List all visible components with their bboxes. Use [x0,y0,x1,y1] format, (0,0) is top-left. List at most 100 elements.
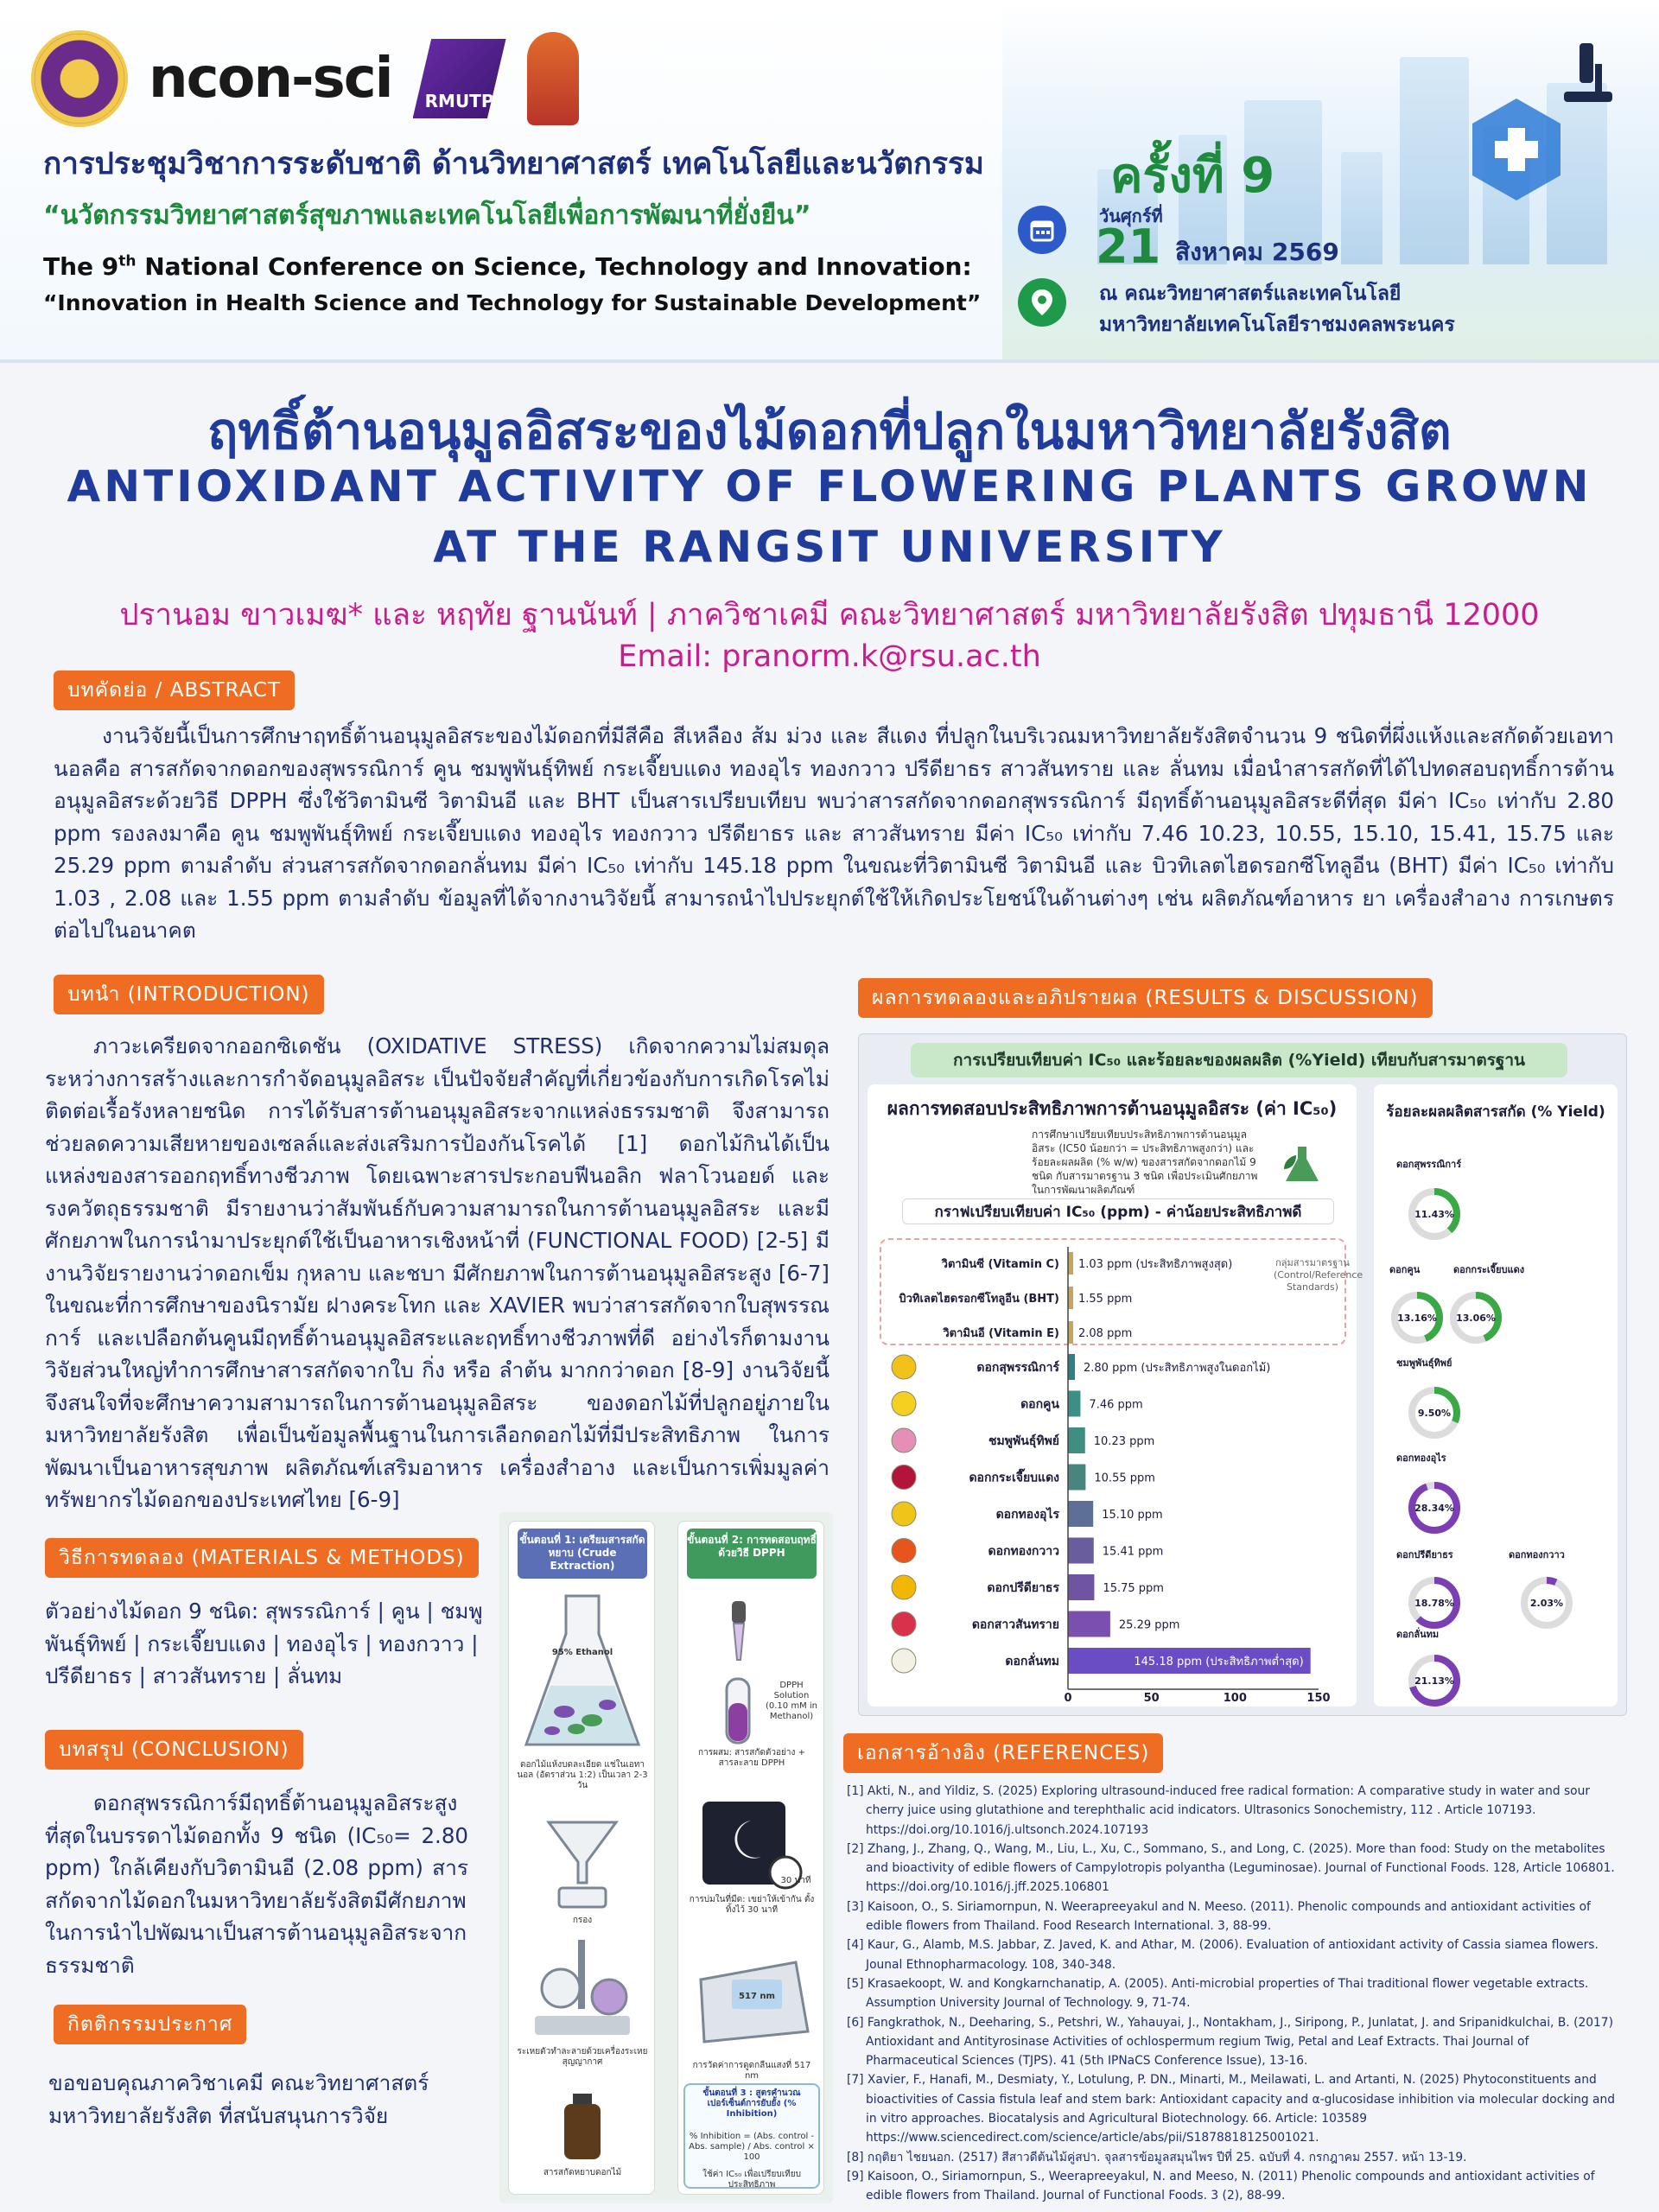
ic50-value-label: 15.75 ppm [1103,1582,1164,1595]
x-tick-label: 0 [1064,1692,1071,1705]
flask-label: 95% Ethanol [551,1648,613,1657]
flower-icon [891,1354,917,1380]
yield-donut-arc [1391,1292,1443,1344]
yield-donut-arc [1450,1292,1502,1344]
reference-item: [6] Fangkrathok, N., Deeharing, S., Pets… [847,2015,1613,2069]
ic50-bar [1068,1611,1110,1637]
yield-value-label: 9.50% [1418,1408,1451,1419]
standard-value-label: 1.03 ppm (ประสิทธิภาพสูงสุด) [1078,1258,1232,1271]
conference-day-name: วันศุกร์ที่ [1099,206,1163,226]
rmutp-logo: RMUTP [412,39,506,118]
ic50-value-label: 10.23 ppm [1094,1435,1155,1448]
results-figure-header: การเปรียบเทียบค่า IC₅₀ และร้อยละของผลผลิ… [911,1043,1567,1077]
ic50-chart-description: การศึกษาเปรียบเทียบประสิทธิภาพการต้านอนุ… [1032,1128,1258,1196]
evaporate-caption: ระเหยตัวทำละลายด้วยเครื่องระเหยสุญญากาศ [517,2047,648,2067]
flower-label: ดอกกระเจี๊ยบแดง [969,1468,1059,1485]
ic50-bar-chart: วิตามินซี (Vitamin C) 1.03 ppm (ประสิทธิภ… [891,1247,1331,1705]
yield-value-label: 13.16% [1397,1313,1437,1324]
section-heading-methods: วิธีการทดลอง (MATERIALS & METHODS) [45,1538,479,1578]
standard-label: วิตามินซี (Vitamin C) [941,1257,1059,1271]
ic50-bar [1068,1574,1095,1600]
location-pin-icon [1018,278,1066,327]
standard-bar [1068,1287,1073,1309]
microscope-icon [1564,43,1612,102]
rotary-evaporator-icon [535,1940,630,2035]
ncon-sci-logo: ncon-sci [149,47,394,111]
ic50-value-label: 15.41 ppm [1103,1546,1164,1559]
yield-value-label: 18.78% [1414,1598,1454,1609]
lab-flask-leaf-icon [1284,1147,1319,1181]
acknowledgement-text: ขอขอบคุณภาควิชาเคมี คณะวิทยาศาสตร์ มหาวิ… [48,2070,429,2128]
dark-box-moon-icon [702,1802,803,1890]
methods-infographic: ขั้นตอนที่ 1: เตรียมสารสกัดหยาบ (Crude E… [499,1512,833,2203]
conference-theme-en: “Innovation in Health Science and Techno… [43,290,982,315]
inhibition-formula: % Inhibition = (Abs. control - Abs. samp… [689,2132,815,2162]
dpph-step-column: ขั้นตอนที่ 2: การทดสอบฤทธิ์ด้วยวิธี DPPH… [677,1521,824,2195]
standards-group-box [880,1238,1346,1345]
flower-label: ดอกทองอุไร [996,1506,1060,1522]
ic50-bar [1068,1648,1311,1674]
ic50-bar [1068,1464,1086,1491]
ic50-bar [1068,1390,1081,1417]
paper-title-en-line1: ANTIOXIDANT ACTIVITY OF FLOWERING PLANTS… [67,461,1592,512]
standard-bar [1068,1252,1073,1274]
hexagon-medical-icon [1472,99,1560,200]
yield-category-label: ดอกปรีดียาธร [1396,1549,1453,1560]
section-heading-references: เอกสารอ้างอิง (REFERENCES) [843,1733,1164,1773]
abstract-text: งานวิจัยนี้เป็นการศึกษาฤทธิ์ต้านอนุมูลอิ… [54,723,1614,943]
paper-title-th: ฤทธิ์ต้านอนุมูลอิสระของไม้ดอกที่ปลูกในมห… [207,402,1452,461]
ic50-value-label: 15.10 ppm [1102,1509,1163,1522]
flower-label: ดอกสาวสันทราย [972,1618,1059,1632]
section-heading-conclusion: บทสรุป (CONCLUSION) [45,1730,303,1770]
yield-panel-title: ร้อยละผลผลิตสารสกัด (% Yield) [1386,1103,1605,1121]
step1-title: ขั้นตอนที่ 1: เตรียมสารสกัดหยาบ (Crude E… [518,1529,647,1579]
flower-label: ดอกคูน [1020,1398,1059,1412]
ic50-chart-title: ผลการทดสอบประสิทธิภาพการต้านอนุมูลอิสระ … [887,1098,1338,1119]
reference-item: [3] Kaisoon, O., S. Siriamornpun, N. Wee… [847,1899,1591,1934]
soak-caption: ดอกไม้แห้งบดละเอียด แช่ในเอทานอล (อัตราส… [517,1760,648,1790]
standard-value-label: 1.55 ppm [1078,1293,1132,1306]
crude-extract-bottle-icon [564,2094,601,2159]
reference-item: [1] Akti, N., and Yildiz, S. (2025) Expl… [847,1784,1591,1837]
ic50-value-label: 2.80 ppm (ประสิทธิภาพสูงในดอกไม้) [1084,1361,1270,1375]
conference-day: 21 [1096,219,1161,274]
step3-title: ขั้นตอนที่ 3 : สูตรคำนวณเปอร์เซ็นต์การยั… [702,2088,801,2119]
extraction-step-column: ขั้นตอนที่ 1: เตรียมสารสกัดหยาบ (Crude E… [508,1521,655,2195]
section-heading-acknowledgement: กิตติกรรมประกาศ [54,2005,247,2044]
conference-title-en: The 9th National Conference on Science, … [43,252,972,281]
yield-category-label: ดอกสุพรรณิการ์ [1396,1159,1461,1171]
formula-note: ใช้ค่า IC₅₀ เพื่อเปรียบเทียบประสิทธิภาพ [702,2170,801,2190]
methods-text: ตัวอย่างไม้ดอก 9 ชนิด: สุพรรณิการ์ | คูน… [45,1599,483,1688]
flask-icon [524,1594,641,1746]
filter-caption: กรอง [572,1916,593,1925]
x-tick-label: 150 [1306,1692,1330,1705]
flower-icon [891,1465,917,1490]
ic50-value-label: 145.18 ppm (ประสิทธิภาพต่ำสุด) [1134,1654,1303,1669]
conference-theme-th: “นวัตกรรมวิทยาศาสตร์สุขภาพและเทคโนโลยีเพ… [43,200,811,231]
yield-donut-charts: ดอกสุพรรณิการ์11.43%ดอกคูน13.16%ดอกกระเจ… [1389,1159,1573,1707]
yield-category-label: ดอกลั่นทม [1396,1627,1439,1640]
flower-label: ดอกทองกวาว [988,1545,1059,1559]
flower-icon [891,1611,917,1637]
university-seal-logo [31,30,128,127]
yield-panel: ร้อยละผลผลิตสารสกัด (% Yield) ดอกสุพรรณิ… [1374,1084,1618,1707]
yield-value-label: 21.13% [1414,1675,1454,1687]
ic50-bar [1068,1537,1094,1564]
author-email[interactable]: Email: pranorm.k@rsu.ac.th [618,639,1041,674]
filter-funnel-icon [546,1821,619,1909]
yield-donut-arc [1408,1387,1460,1439]
section-heading-introduction: บทนำ (INTRODUCTION) [54,975,324,1014]
reference-list: [1] Akti, N., and Yildiz, S. (2025) Expl… [847,1782,1624,2206]
paper-title-en-line2: AT THE RANGSIT UNIVERSITY [433,522,1226,572]
ic50-value-label: 25.29 ppm [1119,1619,1180,1632]
timer-label: 30 นาที [780,1876,811,1885]
conclusion-text: ดอกสุพรรณิการ์มีฤทธิ์ต้านอนุมูลอิสระสูงท… [45,1790,468,1978]
yield-category-label: ดอกทองอุไร [1396,1452,1446,1465]
introduction-text: ภาวะเครียดจากออกซิเดชัน (OXIDATIVE STRES… [45,1033,830,1512]
standard-label: วิตามินอี (Vitamin E) [943,1326,1059,1340]
institution-crest-logo [526,32,579,125]
standard-value-label: 2.08 ppm [1078,1327,1132,1340]
results-infographic: การเปรียบเทียบค่า IC₅₀ และร้อยละของผลผลิ… [858,1033,1627,1716]
reference-item: [2] Zhang, J., Zhang, Q., Wang, M., Liu,… [847,1841,1615,1895]
conference-venue-line2: มหาวิทยาลัยเทคโนโลยีราชมงคลพระนคร [1099,314,1455,336]
